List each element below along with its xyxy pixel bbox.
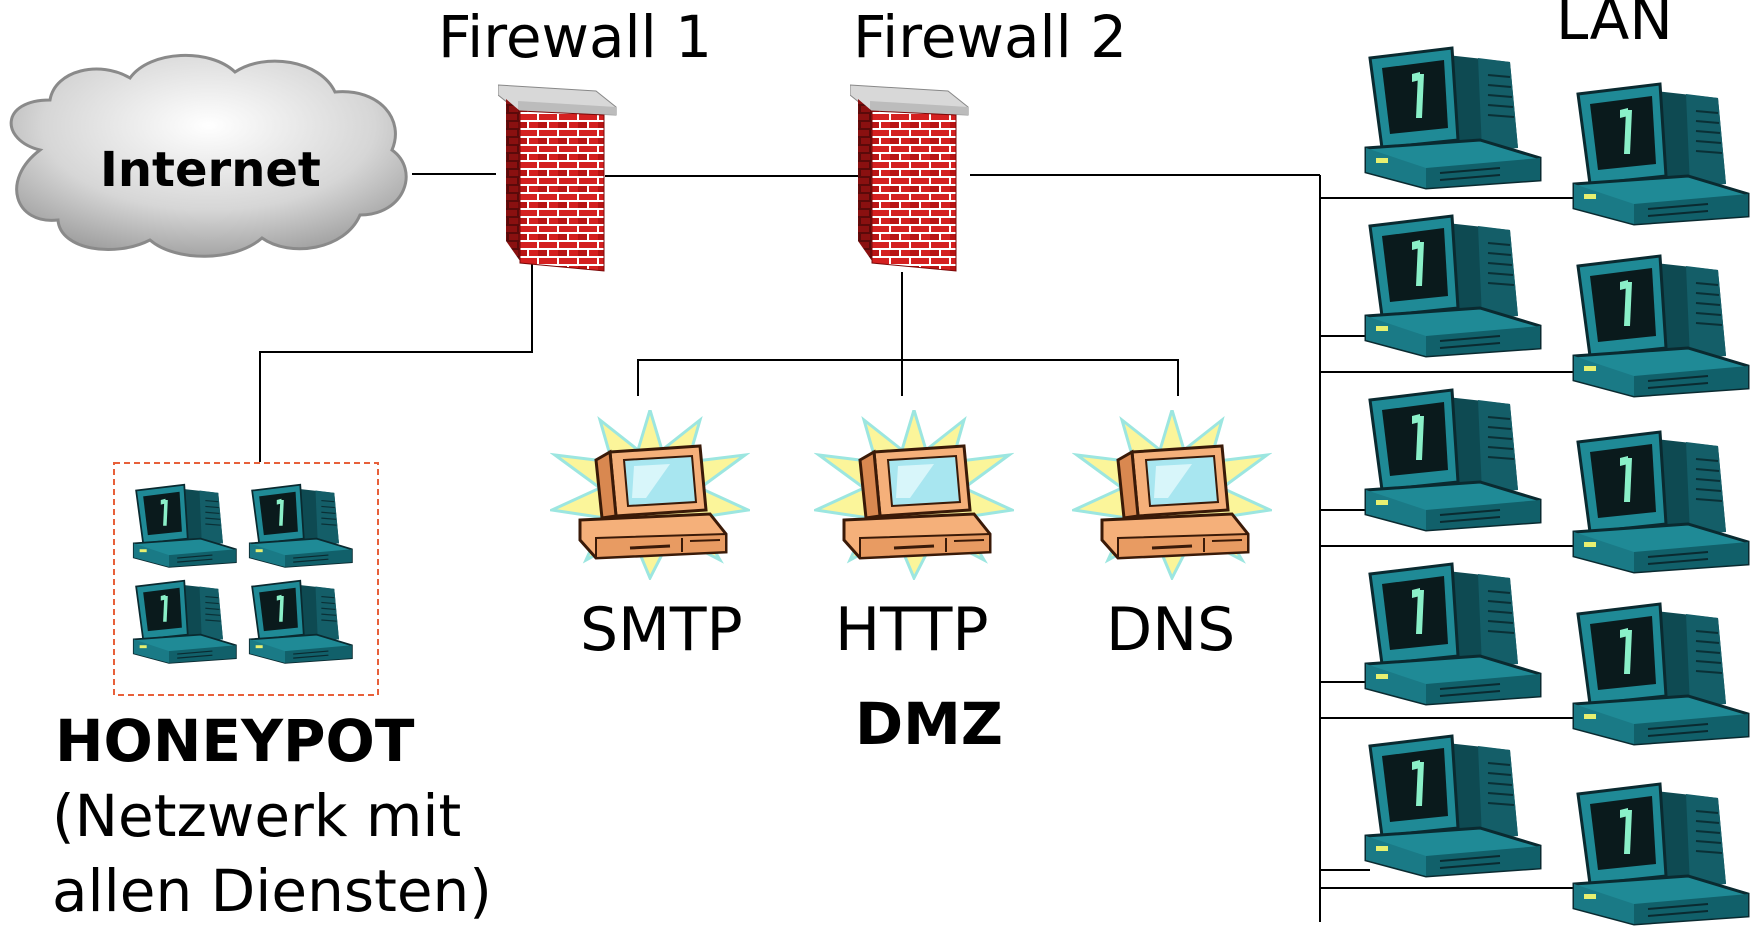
http-server-icon <box>814 410 1014 580</box>
honeypot-computer-icon <box>248 579 353 664</box>
firewall-1-icon <box>498 84 617 272</box>
lan-label: LAN <box>1556 0 1673 53</box>
lan-computer-icon <box>1572 82 1750 226</box>
http-label: HTTP <box>835 595 989 665</box>
network-connections <box>259 173 1580 922</box>
link-firewall1-honeypot <box>259 218 533 462</box>
firewall-2-label: Firewall 2 <box>853 3 1128 71</box>
smtp-label: SMTP <box>580 595 743 665</box>
firewall-2-icon <box>850 84 969 272</box>
lan-computer-icon <box>1364 388 1542 532</box>
honeypot-computer-icon <box>132 579 237 664</box>
honeypot-computer-icon <box>132 483 237 568</box>
dmz-bus <box>637 359 1179 396</box>
lan-computer-icon <box>1572 430 1750 574</box>
lan-computer-icon <box>1364 562 1542 706</box>
smtp-server-icon <box>550 410 750 580</box>
honeypot-computer-icon <box>248 483 353 568</box>
lan-computer-icon <box>1572 254 1750 398</box>
honeypot-description-line1: (Netzwerk mit <box>52 782 462 850</box>
internet-label: Internet <box>100 142 321 198</box>
firewall-1-label: Firewall 1 <box>438 3 713 71</box>
dns-label: DNS <box>1106 595 1236 665</box>
internet-cloud <box>9 54 408 258</box>
honeypot-description-line2: allen Diensten) <box>52 857 492 925</box>
dmz-label: DMZ <box>855 690 1003 758</box>
lan-computer-icon <box>1364 214 1542 358</box>
lan-computer-icon <box>1364 734 1542 878</box>
dns-server-icon <box>1072 410 1272 580</box>
honeypot-boundary <box>113 462 379 696</box>
honeypot-title: HONEYPOT <box>55 707 415 775</box>
lan-computer-icon <box>1364 46 1542 190</box>
lan-computer-icon <box>1572 602 1750 746</box>
lan-computer-icon <box>1572 782 1750 926</box>
